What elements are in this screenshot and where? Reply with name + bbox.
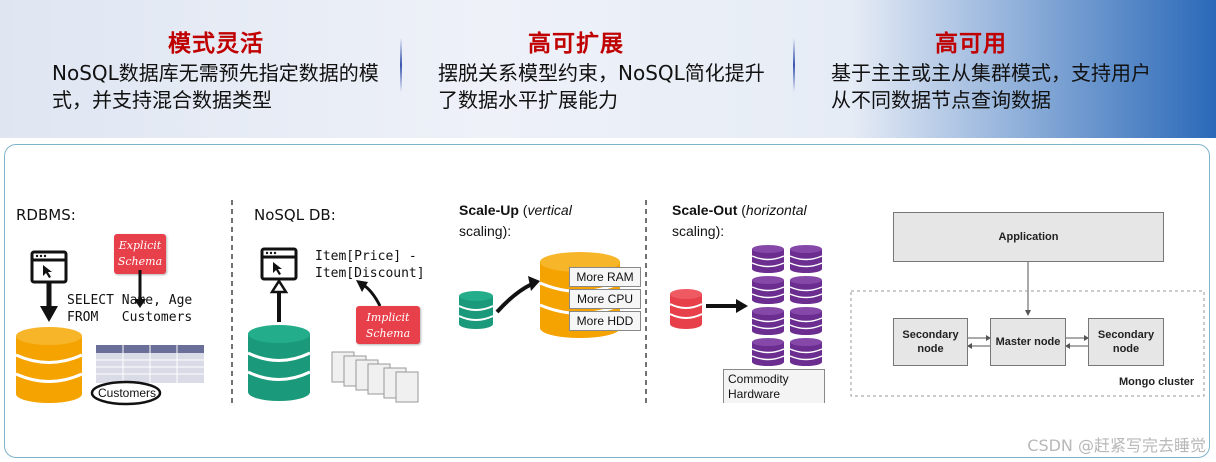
feature-banner: 模式灵活 NoSQL数据库无需预先指定数据的模式，并支持混合数据类型 高可扩展 … (0, 0, 1216, 138)
rdbms-label: RDBMS: (16, 206, 76, 224)
database-icon-purple (789, 276, 823, 304)
sql-query-line: FROM Customers (67, 310, 193, 325)
application-box: Application (893, 212, 1164, 262)
more-cpu-label: More CPU (569, 289, 641, 309)
nosql-label: NoSQL DB: (254, 206, 336, 224)
feature-title: 高可扩展 (528, 31, 624, 57)
secondary-node-right: Secondary node (1088, 318, 1164, 366)
nosql-code-line: Item[Price] - (315, 249, 417, 264)
browser-icon (260, 247, 298, 281)
database-icon-purple (751, 245, 785, 273)
database-icon-green-small (458, 291, 494, 329)
database-icon-purple (751, 307, 785, 335)
database-icon-purple (751, 338, 785, 366)
feature-title: 高可用 (935, 31, 1007, 57)
explicit-schema-badge: Explicit Schema (114, 234, 166, 274)
documents-icon (331, 351, 419, 403)
feature-description: 基于主主或主从集群模式，支持用户从不同数据节点查询数据 (831, 61, 1151, 112)
database-icon-purple (789, 307, 823, 335)
database-icon-red (669, 289, 703, 329)
more-hdd-label: More HDD (569, 311, 641, 331)
implicit-schema-badge: Implicit Schema (356, 306, 420, 344)
commodity-hardware-label: Commodity Hardware (723, 369, 825, 403)
database-icon-orange (15, 327, 83, 403)
database-icon-purple (789, 338, 823, 366)
mongo-cluster-label: Mongo cluster (1119, 376, 1195, 388)
nosql-code-line: Item[Discount] (315, 266, 425, 281)
feature-description: NoSQL数据库无需预先指定数据的模式，并支持混合数据类型 (52, 61, 379, 112)
feature-title: 模式灵活 (168, 31, 264, 57)
customers-table-label: Customers (98, 386, 157, 400)
master-node: Master node (990, 318, 1066, 366)
feature-description: 摆脱关系模型约束，NoSQL简化提升了数据水平扩展能力 (438, 61, 765, 112)
database-icon-purple (789, 245, 823, 273)
more-ram-label: More RAM (569, 267, 641, 287)
separator (793, 38, 795, 92)
secondary-node-left: Secondary node (893, 318, 968, 366)
database-icon-green (247, 325, 311, 401)
watermark: CSDN @赶紧写完去睡觉 (1027, 436, 1206, 455)
purple-database-grid (751, 245, 823, 366)
table-icon (90, 345, 204, 406)
separator (400, 38, 402, 92)
database-icon-purple (751, 276, 785, 304)
browser-icon (30, 250, 68, 284)
